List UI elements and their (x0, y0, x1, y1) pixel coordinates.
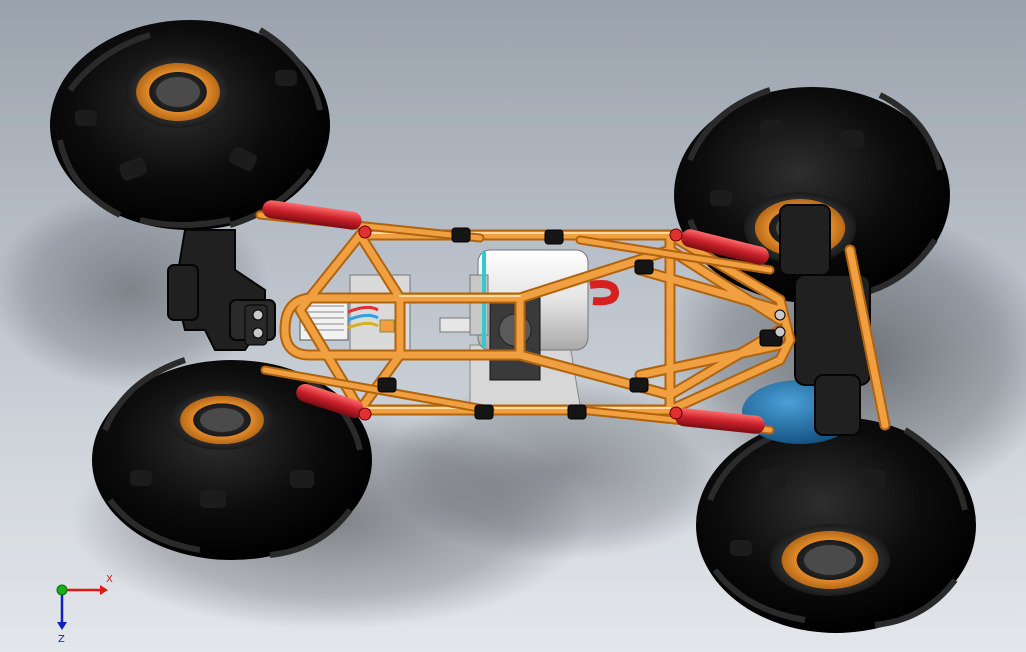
tire-rear-right[interactable] (696, 417, 976, 633)
z-axis-label: Z (58, 634, 65, 645)
shock-rear-right[interactable] (669, 406, 766, 435)
suspension-links[interactable] (255, 210, 775, 435)
rod-ends (244, 227, 786, 420)
x-axis-arrow-icon (100, 585, 108, 595)
tube-frame[interactable] (279, 229, 891, 431)
x-axis-label: X (106, 574, 113, 585)
coordinate-triad: X Z (56, 574, 113, 645)
rear-axle-housing[interactable] (779, 204, 871, 436)
shock-front-left[interactable] (261, 199, 372, 239)
tire-front-left[interactable] (50, 20, 330, 230)
shock-rear-left[interactable] (294, 382, 372, 421)
y-axis-dot-icon (56, 584, 68, 596)
shock-front-right[interactable] (669, 227, 771, 266)
tire-rear-left[interactable] (92, 357, 372, 560)
z-axis-arrow-icon (57, 622, 67, 630)
